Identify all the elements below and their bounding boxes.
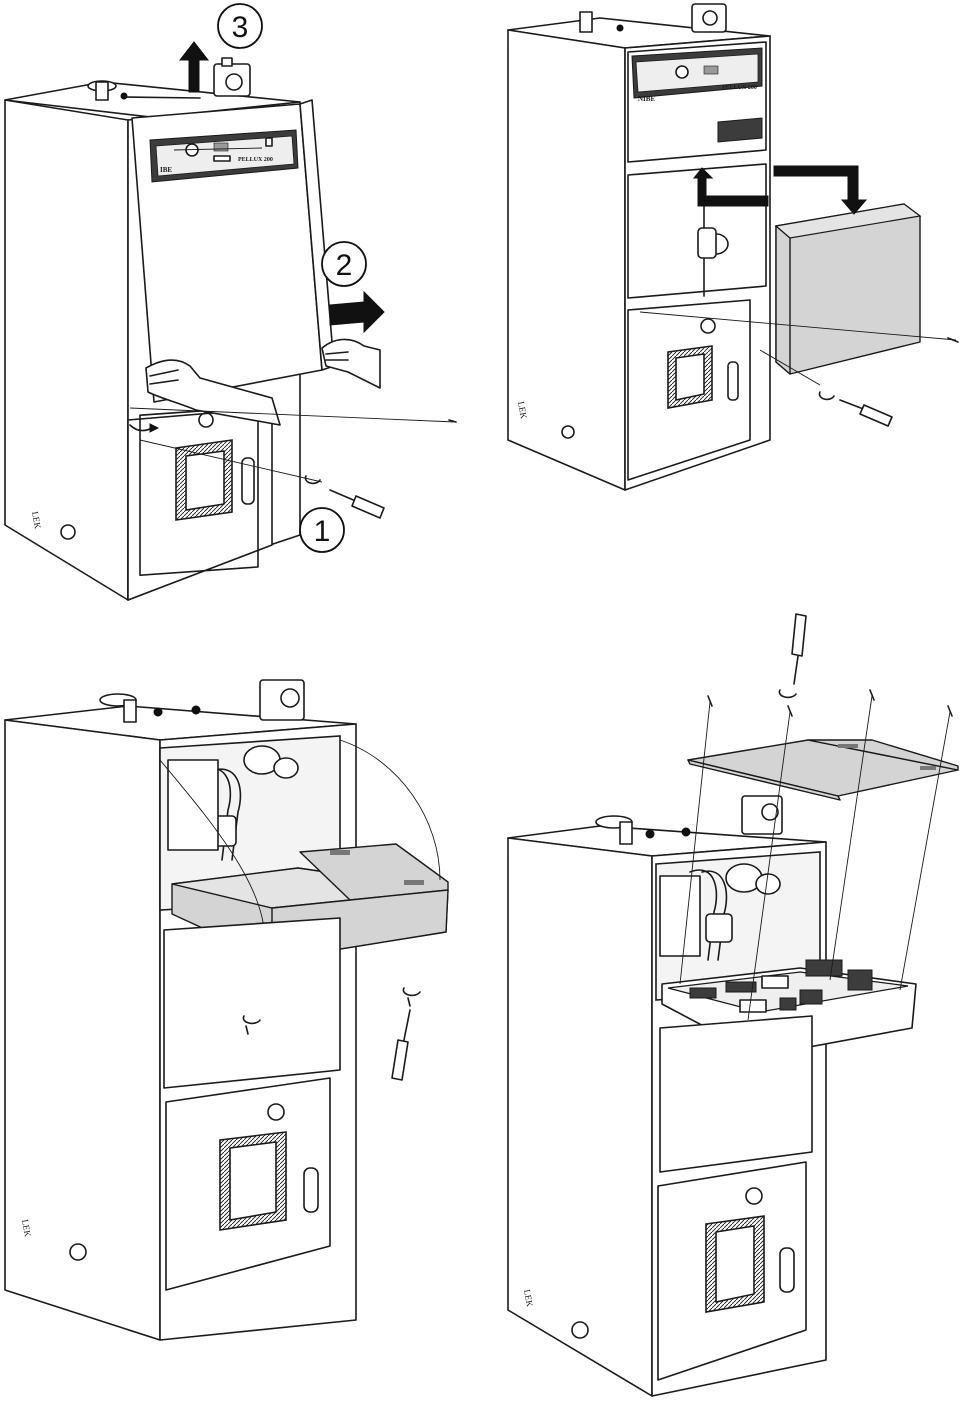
screwdriver-icon [391,1009,411,1081]
panel-2-remove-cover-plate: NIBE PELLUX 200 LEK [507,3,959,491]
circuit-board [689,959,873,1013]
side-mark-4: LEK [522,1289,535,1308]
side-mark-3: LEK [20,1219,33,1238]
side-mark-2: LEK [516,401,529,420]
side-mark: LEK [30,511,43,530]
product-label: PELLUX 200 [238,157,273,163]
screwdriver-icon [329,489,385,519]
panel-1-remove-front: LEK IBE PELLUX 200 [4,3,457,601]
step-1-badge: 1 [299,507,345,553]
step-2-number: 2 [336,249,353,282]
cover-plate [774,203,922,375]
rotate-arrow-icon [818,391,835,401]
rotate-arrow-icon [778,689,797,699]
step-2-badge: 2 [321,241,367,287]
control-panel: IBE PELLUX 200 [149,129,299,183]
brand-short: IBE [160,166,172,174]
rotate-arrow-icon [242,1015,261,1025]
control-box-lid [687,739,959,801]
pipework [167,745,299,861]
rotate-arrow-icon [402,987,421,997]
combustion-window [175,439,233,521]
screwdriver-icon [839,399,893,427]
product-label-2: PELLUX 200 [722,85,757,91]
hand-icon [145,338,381,426]
panel-4-open-control-box-lid: LEK [507,613,959,1397]
step-3-number: 3 [232,11,249,44]
screwdriver-icon [791,613,807,685]
rotate-arrow-icon [304,475,321,485]
right-arrow-icon [329,290,385,334]
step-3-badge: 3 [217,3,263,49]
lift-arrow-icon [692,165,868,215]
step-1-number: 1 [314,515,331,548]
panel-3-swing-out-control-box: LEK [4,679,449,1341]
pipework [659,863,781,961]
up-arrow-icon [178,41,210,93]
pump-icon [213,57,251,97]
brand-top-right: NIBE [638,95,655,103]
